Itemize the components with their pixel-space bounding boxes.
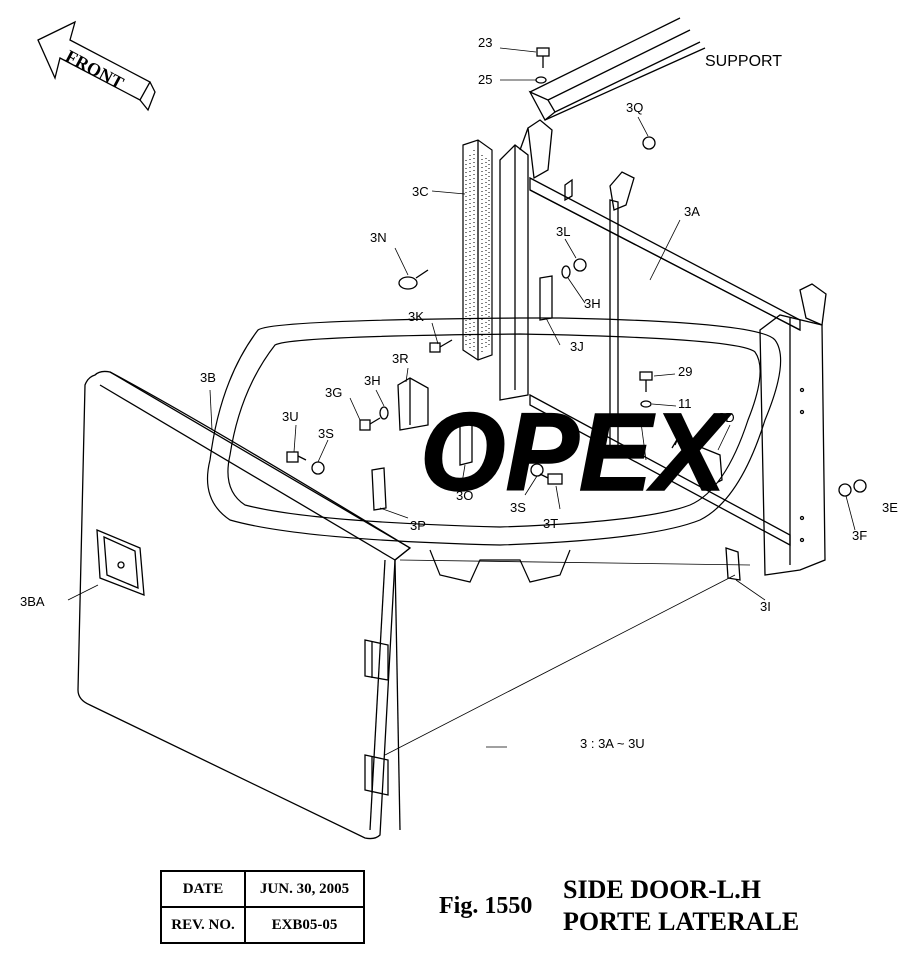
front-arrow-icon (37, 20, 156, 112)
plate-3p (371, 467, 387, 511)
frame-3a (529, 171, 801, 547)
callout-3e: 3E (882, 500, 898, 515)
callout-3a: 3A (684, 204, 700, 219)
support-rail (528, 17, 706, 121)
callout-3b: 3B (200, 370, 216, 385)
callout-3h-top: 3H (584, 296, 601, 311)
callout-3j: 3J (570, 339, 584, 354)
bolt-3k (429, 339, 453, 353)
callout-3t: 3T (543, 516, 558, 531)
foam-strip-3c (462, 139, 493, 361)
callout-11: 11 (678, 396, 692, 411)
watermark-text: OPEX (420, 391, 731, 514)
nut-3e (853, 479, 867, 493)
washer-25 (535, 76, 547, 84)
callout-3k: 3K (408, 309, 424, 324)
callout-3f: 3F (852, 528, 867, 543)
callout-29: 29 (678, 364, 692, 379)
rev-value: EXB05-05 (244, 906, 365, 944)
washer-3h (379, 406, 389, 420)
callout-3q: 3Q (626, 100, 643, 115)
rod-3d (671, 437, 723, 483)
callout-25: 25 (478, 72, 492, 87)
bolt-3t (539, 473, 563, 485)
callout-3s: 3S (318, 426, 334, 441)
callout-3ba: 3BA (20, 594, 45, 609)
figure-title-line2: PORTE LATERALE (563, 907, 800, 936)
nut-3q (642, 136, 656, 150)
watermark-logo: OPEX (206, 317, 782, 583)
bracket-upright-right (759, 283, 827, 576)
callout-3n: 3N (370, 230, 387, 245)
callout-3r: 3R (392, 351, 409, 366)
bolt-23 (536, 47, 550, 68)
figure-number: Fig. 1550 (439, 893, 533, 919)
plate-3i (725, 547, 741, 581)
callout-3c: 3C (412, 184, 429, 199)
figure-title-line1: SIDE DOOR-L.H (563, 875, 761, 904)
bracket-upright-left (499, 119, 553, 401)
callout-3h: 3H (364, 373, 381, 388)
callout-3s-right: 3S (510, 500, 526, 515)
bolt-3g (359, 417, 381, 431)
plate-3j (539, 275, 553, 321)
date-value: JUN. 30, 2005 (244, 870, 365, 908)
callout-3d: 3D (718, 410, 735, 425)
rev-label: REV. NO. (160, 906, 246, 944)
callout-3p: 3P (410, 518, 426, 533)
callout-3g: 3G (325, 385, 342, 400)
plate-3o (459, 417, 473, 466)
range-note: 3 : 3A ~ 3U (580, 736, 645, 751)
callout-3u: 3U (282, 409, 299, 424)
callout-3o: 3O (456, 488, 473, 503)
bolt-3u (286, 451, 307, 463)
figure-title: SIDE DOOR-L.H PORTE LATERALE (563, 874, 799, 938)
support-label: SUPPORT (705, 53, 782, 70)
washer-3s (311, 461, 325, 475)
washer-3f (838, 483, 852, 497)
callout-3i: 3I (760, 599, 771, 614)
washer-11 (640, 400, 652, 408)
washer-3h-top (561, 265, 571, 279)
handle-3ba (96, 528, 145, 596)
leader-lines (67, 47, 856, 748)
bracket-3r (397, 377, 429, 431)
revision-table: DATE JUN. 30, 2005 REV. NO. EXB05-05 (160, 870, 365, 944)
bolt-29 (639, 371, 653, 392)
callout-3l: 3L (556, 224, 570, 239)
knob-3n (398, 269, 429, 290)
nut-3l (573, 258, 587, 272)
hinge-lower (364, 754, 389, 796)
callout-23: 23 (478, 35, 492, 50)
hinge-upper (364, 639, 389, 681)
date-label: DATE (160, 870, 246, 908)
